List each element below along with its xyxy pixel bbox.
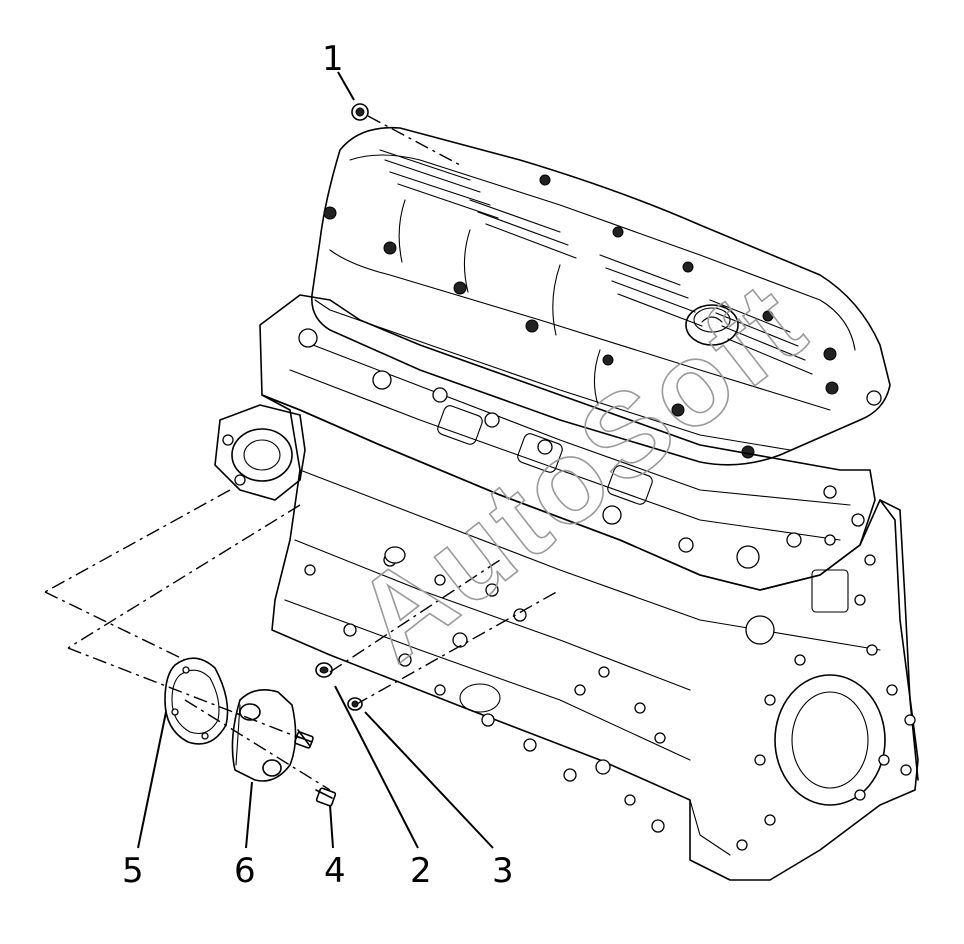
callout-5: 5 <box>122 851 144 891</box>
callout-4: 4 <box>324 851 346 891</box>
plug-part-2 <box>315 662 333 678</box>
cylinder-head <box>259 294 876 591</box>
callout-2: 2 <box>410 851 432 891</box>
cap-part-1 <box>351 103 461 166</box>
callout-1: 1 <box>322 39 344 79</box>
callout-6: 6 <box>234 851 256 891</box>
valve-cover <box>311 126 891 466</box>
engine-block <box>214 394 919 881</box>
plug-part-3 <box>347 697 363 711</box>
cover-part-6 <box>231 689 297 782</box>
bolts-part-4 <box>294 729 337 807</box>
leader-lines <box>137 71 494 849</box>
callout-3: 3 <box>492 851 514 891</box>
gasket-part-5 <box>164 657 229 745</box>
alignment-lines <box>44 489 561 791</box>
